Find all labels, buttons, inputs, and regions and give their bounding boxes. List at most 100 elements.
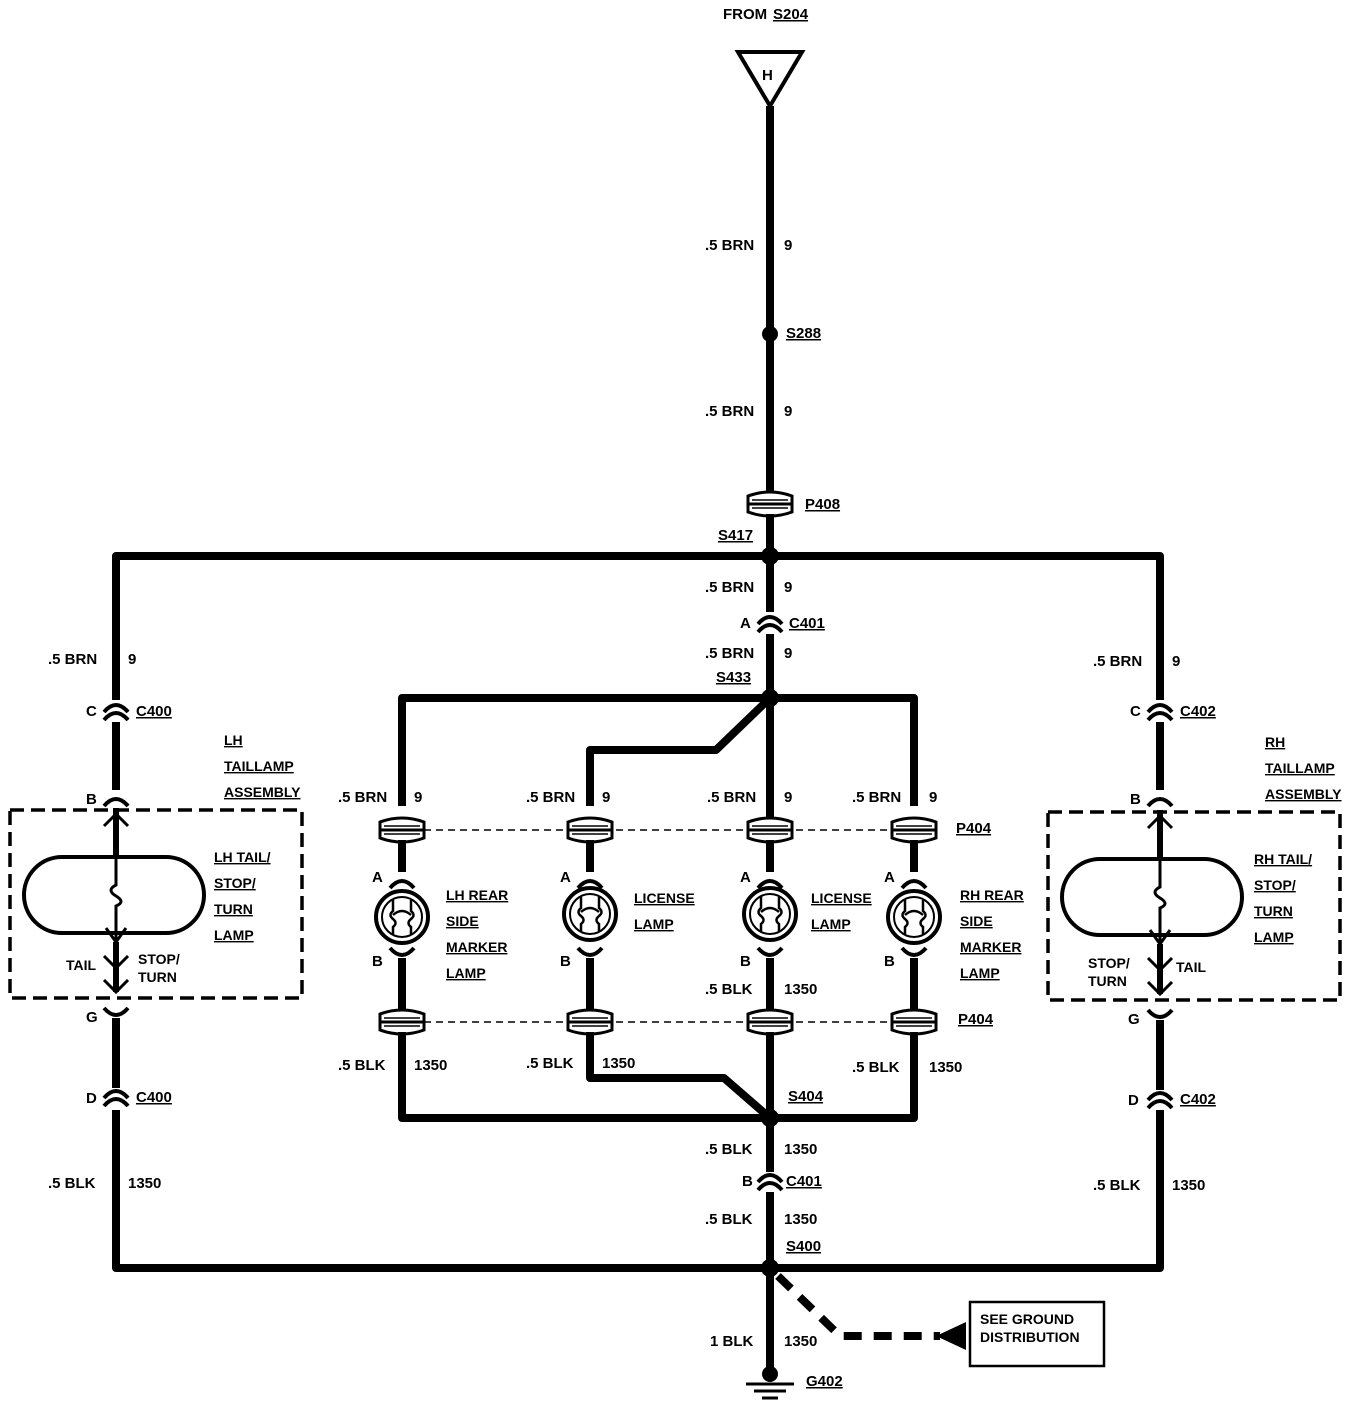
- rh-marker-lamp-name: RH REAR SIDE MARKER LAMP: [960, 887, 1024, 981]
- license2-pin-b: [756, 946, 784, 957]
- lh-lamp-name-4: LAMP: [214, 927, 254, 943]
- lh-lamp-name-2: STOP/: [214, 875, 256, 891]
- connector-c400-d-label: C400: [136, 1089, 172, 1106]
- rh-marker-wire-color: .5 BRN: [852, 789, 901, 806]
- connector-p408-label: P408: [805, 496, 840, 513]
- splice-s400-label: S400: [786, 1238, 821, 1255]
- license2-wire-ckt: 9: [784, 789, 792, 806]
- lh-marker-return-color: .5 BLK: [338, 1057, 386, 1074]
- lh-lamp-arrow-top: [102, 811, 130, 828]
- rh-lamp-filament: [1153, 860, 1167, 944]
- rh-rear-side-marker-lamp-icon: [886, 889, 942, 945]
- rh-marker-pin-b: [900, 946, 928, 957]
- rh-assembly-title-3: ASSEMBLY: [1265, 786, 1342, 802]
- bus-s404: [398, 1032, 918, 1122]
- license1-pin-a-label: A: [560, 869, 571, 886]
- connector-c402-c: [1146, 703, 1174, 722]
- lh-return-color: .5 BLK: [48, 1175, 96, 1192]
- connector-c402-c-label: C402: [1180, 703, 1216, 720]
- connector-c402-d-pin: D: [1128, 1092, 1139, 1109]
- center-wire-color-2: .5 BRN: [705, 645, 754, 662]
- connector-c401-b-label: C401: [786, 1173, 822, 1190]
- connector-p408: [746, 490, 794, 518]
- lh-marker-pin-a: [388, 879, 416, 890]
- center-wire-color-1: .5 BRN: [705, 579, 754, 596]
- rh-lamp-name-1: RH TAIL/: [1254, 851, 1312, 867]
- lh-lamp-arrow-bottom: [102, 978, 130, 995]
- lh-marker-name-2: SIDE: [446, 913, 479, 929]
- license2-return-color: .5 BLK: [705, 981, 753, 998]
- splice-s288: [762, 326, 778, 342]
- p404-lower-lh-marker: [378, 1008, 426, 1036]
- connector-c402-d-label: C402: [1180, 1091, 1216, 1108]
- lh-assembly-title-3: ASSEMBLY: [224, 784, 301, 800]
- rh-lamp-arrow-top: [1146, 813, 1174, 830]
- rh-assembly-title-1: RH: [1265, 734, 1285, 750]
- p404-lower-license-2: [746, 1008, 794, 1036]
- source-flag-letter: H: [762, 67, 773, 84]
- connector-c400-d-pin: D: [86, 1090, 97, 1107]
- lh-lamp-name-1: LH TAIL/: [214, 849, 271, 865]
- lh-tail-label: TAIL: [66, 957, 97, 973]
- lh-marker-wire-ckt: 9: [414, 789, 422, 806]
- feed-wire-color-1: .5 BRN: [705, 237, 754, 254]
- p404-lower-rh-marker: [890, 1008, 938, 1036]
- center-ground-color-1: .5 BLK: [705, 1141, 753, 1158]
- lh-marker-pin-a-label: A: [372, 869, 383, 886]
- center-wire-ckt-1: 9: [784, 579, 792, 596]
- lh-marker-name-4: LAMP: [446, 965, 486, 981]
- rh-stop-turn-label-2: TURN: [1088, 973, 1127, 989]
- license1-name-1: LICENSE: [634, 890, 695, 906]
- lh-taillamp-assembly-box: [8, 808, 304, 1000]
- license-lamp-2-name: LICENSE LAMP: [811, 890, 872, 932]
- rh-stop-turn-label-1: STOP/: [1088, 955, 1130, 971]
- license-lamp-1-icon: [562, 886, 618, 942]
- license2-wire-color: .5 BRN: [707, 789, 756, 806]
- rh-feed-ckt: 9: [1172, 653, 1180, 670]
- license1-wire-color: .5 BRN: [526, 789, 575, 806]
- lh-feed-ckt: 9: [128, 651, 136, 668]
- rh-lamp-name-2: STOP/: [1254, 877, 1296, 893]
- splice-s433-label: S433: [716, 669, 751, 686]
- lh-marker-pin-b: [388, 946, 416, 957]
- p404-upper-license-1: [566, 816, 614, 844]
- lh-assembly-pin-g: [102, 1006, 130, 1017]
- license2-pin-b-label: B: [740, 953, 751, 970]
- rh-assembly-pin-b-label: B: [1130, 791, 1141, 808]
- ground-distribution-note: [968, 1300, 1106, 1368]
- splice-s417-label: S417: [718, 527, 753, 544]
- rh-marker-name-2: SIDE: [960, 913, 993, 929]
- rh-marker-return-ckt: 1350: [929, 1059, 962, 1076]
- rh-marker-pin-a: [900, 879, 928, 890]
- rh-marker-name-3: MARKER: [960, 939, 1021, 955]
- ground-g402-point: [762, 1366, 778, 1382]
- connector-c400-c: [102, 703, 130, 722]
- license1-name-2: LAMP: [634, 916, 674, 932]
- lh-lamp-arrow-low: [102, 954, 130, 971]
- lh-lamp-filament: [109, 858, 123, 942]
- rh-marker-name-1: RH REAR: [960, 887, 1024, 903]
- p404-lower-label: P404: [958, 1011, 994, 1028]
- lh-assembly-title-1: LH: [224, 732, 243, 748]
- ground-distribution-arrow-icon: [936, 1322, 966, 1350]
- license-lamp-2-icon: [742, 886, 798, 942]
- rh-marker-wire-ckt: 9: [929, 789, 937, 806]
- lh-stop-turn-label-1: STOP/: [138, 951, 180, 967]
- lh-marker-lamp-name: LH REAR SIDE MARKER LAMP: [446, 887, 508, 981]
- license1-return-color: .5 BLK: [526, 1055, 574, 1072]
- license2-name-2: LAMP: [811, 916, 851, 932]
- p404-upper-license-2: [746, 816, 794, 844]
- rh-marker-pin-a-label: A: [884, 869, 895, 886]
- ground-wire-color: 1 BLK: [710, 1333, 754, 1350]
- p404-upper-rh-marker: [890, 816, 938, 844]
- ground-note-line-1: SEE GROUND: [980, 1311, 1074, 1327]
- lh-feed-color: .5 BRN: [48, 651, 97, 668]
- license1-return-ckt: 1350: [602, 1055, 635, 1072]
- bus-s400: [112, 1110, 1164, 1272]
- feed-wire-color-2: .5 BRN: [705, 403, 754, 420]
- rh-marker-name-4: LAMP: [960, 965, 1000, 981]
- ground-wire-ckt: 1350: [784, 1333, 817, 1350]
- connector-c401-b-pin: B: [742, 1173, 753, 1190]
- rh-lamp-arrow-bottom: [1146, 980, 1174, 997]
